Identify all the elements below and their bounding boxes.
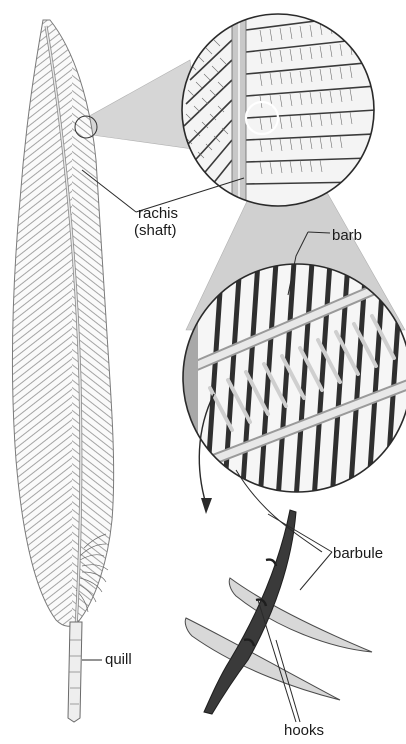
label-hooks: hooks bbox=[284, 722, 324, 739]
label-rachis: rachis bbox=[138, 205, 178, 222]
label-shaft: (shaft) bbox=[134, 222, 177, 239]
label-barbule: barbule bbox=[333, 545, 383, 562]
label-quill: quill bbox=[105, 651, 132, 668]
label-barb: barb bbox=[332, 227, 362, 244]
hooks-detail bbox=[185, 510, 372, 714]
zoom-circle-vane-detail bbox=[180, 10, 380, 210]
feather bbox=[0, 0, 142, 640]
